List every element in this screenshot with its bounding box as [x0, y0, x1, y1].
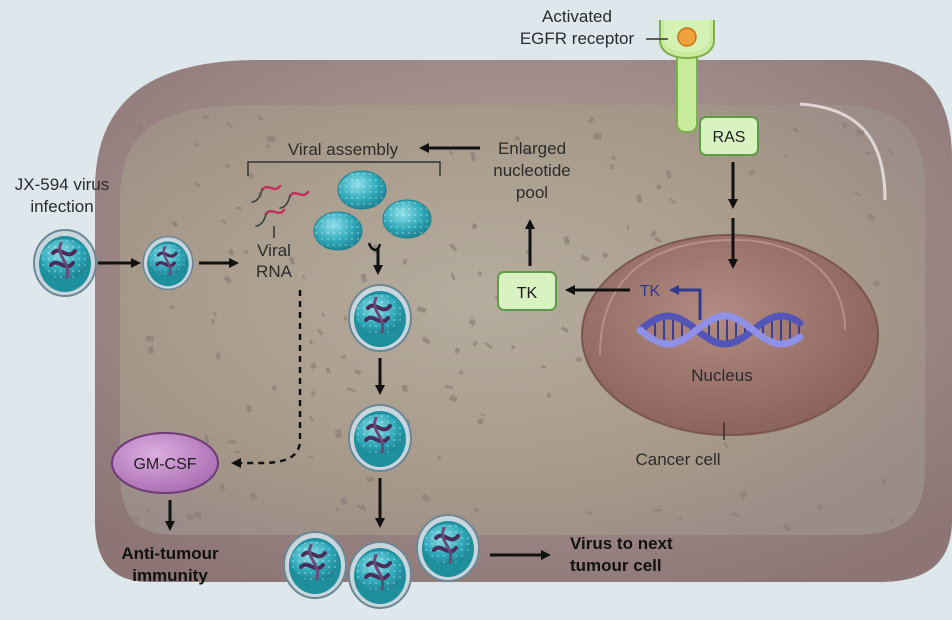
infection-label-1: JX-594 virus: [15, 175, 109, 194]
arrow-rna-to-gmcsf: [231, 290, 302, 468]
virus-particle-icon: [347, 540, 413, 610]
capsid-icon: [337, 170, 387, 210]
infection-label-2: infection: [30, 197, 93, 216]
arrows: [98, 143, 738, 560]
gmcsf-protein: GM-CSF: [111, 432, 219, 494]
tk-box: TK: [497, 271, 557, 311]
nucleus: [581, 234, 879, 436]
capsid-icon: [313, 211, 363, 251]
viral-assembly-label: Viral assembly: [288, 140, 399, 159]
viral-rna-label-2: RNA: [256, 262, 293, 281]
arrow-capsid-merge: [367, 242, 382, 252]
ras-box: RAS: [699, 116, 759, 156]
nucleus-label: Nucleus: [691, 366, 752, 385]
ras-label: RAS: [713, 129, 746, 146]
virus-particle-icon: [32, 228, 98, 298]
tk-box-label: TK: [517, 285, 538, 302]
immunity-label-1: Anti-tumour: [121, 544, 219, 563]
virus-particle-icon: [141, 234, 195, 291]
arrow-dna-to-tk: [669, 285, 702, 320]
tk-nucleus-label: TK: [640, 283, 661, 300]
nucleotide-pool-label-1: Enlarged: [498, 139, 566, 158]
nucleotide-pool-label-2: nucleotide: [493, 161, 571, 180]
gmcsf-label: GM-CSF: [133, 456, 196, 473]
spread-label-1: Virus to next: [570, 534, 673, 553]
virus-particle-icon: [282, 530, 348, 600]
virus-particle-icon: [347, 283, 413, 353]
virus-particle-icon: [415, 513, 481, 583]
cancer-cell-label: Cancer cell: [635, 450, 720, 469]
capsid-icon: [382, 199, 432, 239]
viral-rna-label-1: Viral: [257, 241, 291, 260]
spread-label-2: tumour cell: [570, 556, 662, 575]
nucleotide-pool-label-3: pool: [516, 183, 548, 202]
egfr-receptor-icon: [646, 20, 715, 133]
viral-assembly-bracket: [247, 161, 441, 176]
dna-double-helix-icon: [636, 312, 804, 348]
immunity-label-2: immunity: [132, 566, 208, 585]
receptor-label-2: EGFR receptor: [520, 29, 635, 48]
virus-particle-icon: [347, 403, 413, 473]
receptor-label-1: Activated: [542, 7, 612, 26]
